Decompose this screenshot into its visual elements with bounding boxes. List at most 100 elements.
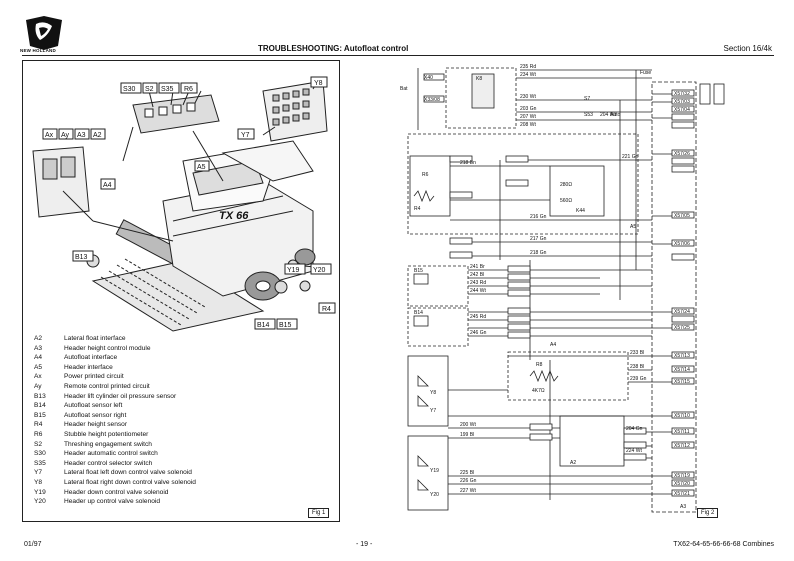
wire-239: 239 Gn bbox=[630, 376, 647, 382]
new-holland-logo bbox=[22, 14, 66, 52]
callout-a3: A3 bbox=[74, 128, 90, 140]
relay-k8: K8 bbox=[476, 76, 482, 82]
connector-x57-19: X57/19 bbox=[674, 473, 690, 479]
connector-x57-11: X57/11 bbox=[674, 429, 690, 435]
value-4k7: 4K7Ω bbox=[532, 388, 545, 394]
connector-x57-10: X57/10 bbox=[674, 413, 690, 419]
wiring-diagram: Bat X40 X33/08 235 Rd 234 Wt 230 Wt 203 … bbox=[400, 60, 778, 520]
callout-a5: A5 bbox=[194, 160, 210, 172]
wire-238: 238 Bl bbox=[630, 364, 644, 370]
wire-203: 203 Gn bbox=[520, 106, 537, 112]
sensor-b15: B15 bbox=[414, 268, 423, 274]
module-a4: A4 bbox=[550, 342, 556, 348]
wire-242: 242 Bl bbox=[470, 272, 484, 278]
svg-text:Ay: Ay bbox=[61, 132, 70, 139]
svg-text:S30: S30 bbox=[123, 86, 136, 93]
callout-y19: Y19 bbox=[284, 263, 306, 275]
callout-s30: S30 bbox=[120, 82, 142, 94]
wire-204-gn: 204 Gn bbox=[626, 426, 643, 432]
header-rule bbox=[22, 55, 774, 56]
callout-b15: B15 bbox=[276, 318, 298, 330]
footer-page-number: - 19 - bbox=[356, 541, 373, 548]
callout-a2: A2 bbox=[90, 128, 106, 140]
wire-230: 230 Wt bbox=[520, 94, 536, 100]
connector-x57-20: X57/20 bbox=[674, 481, 690, 487]
callout-b14: B14 bbox=[254, 318, 276, 330]
svg-text:Ax: Ax bbox=[45, 132, 54, 139]
callout-y20: Y20 bbox=[310, 263, 332, 275]
footer-date: 01/97 bbox=[24, 541, 42, 548]
wire-221: 221 Gn bbox=[622, 154, 639, 160]
sensor-b14: B14 bbox=[414, 310, 423, 316]
wire-200: 200 Wt bbox=[460, 422, 476, 428]
connector-x57-26: X57/26 bbox=[674, 151, 690, 157]
wire-208: 208 Wt bbox=[520, 122, 536, 128]
solenoid-y8: Y8 bbox=[430, 390, 436, 396]
connector-x57-14: X57/14 bbox=[674, 367, 690, 373]
svg-text:B13: B13 bbox=[75, 254, 88, 261]
callout-r6: R6 bbox=[180, 82, 198, 94]
callout-s35: S35 bbox=[158, 82, 180, 94]
sensor-r4: R4 bbox=[414, 206, 421, 212]
svg-text:B14: B14 bbox=[257, 322, 270, 329]
brand-name: NEW HOLLAND bbox=[20, 48, 56, 53]
svg-text:R4: R4 bbox=[322, 306, 331, 313]
solenoid-y19: Y19 bbox=[430, 468, 439, 474]
svg-text:A2: A2 bbox=[93, 132, 102, 139]
module-a2: A2 bbox=[570, 460, 576, 466]
connector-x57-21: X57/21 bbox=[674, 491, 690, 497]
wire-217: 217 Gn bbox=[530, 236, 547, 242]
connector-x57-32: X57/32 bbox=[674, 91, 690, 97]
module-a5: A5 bbox=[630, 224, 636, 230]
connector-x57-25: X57/25 bbox=[674, 325, 690, 331]
wire-233: 233 Bl bbox=[630, 350, 644, 356]
relay-k44: K44 bbox=[576, 208, 585, 214]
wire-243: 243 Rd bbox=[470, 280, 486, 286]
svg-text:A4: A4 bbox=[103, 182, 112, 189]
wire-218: 218 Bn bbox=[460, 160, 476, 166]
connector-x57-24: X57/24 bbox=[674, 309, 690, 315]
wire-207: 207 Wt bbox=[520, 114, 536, 120]
callout-ax: Ax bbox=[42, 128, 58, 140]
wire-224: 224 Wt bbox=[626, 448, 642, 454]
svg-text:A5: A5 bbox=[197, 164, 206, 171]
wire-244: 244 Wt bbox=[470, 288, 486, 294]
connector-x57-06: X57/06 bbox=[674, 241, 690, 247]
value-280: 280Ω bbox=[560, 182, 572, 188]
battery-label: Bat bbox=[400, 86, 408, 92]
switch-s53: S53 bbox=[584, 112, 593, 118]
wire-227: 227 Wt bbox=[460, 488, 476, 494]
callout-a4: A4 bbox=[100, 178, 116, 190]
connector-x57-12: X57/12 bbox=[674, 443, 690, 449]
connector-x57-05: X57/05 bbox=[674, 213, 690, 219]
wire-225: 225 Bl bbox=[460, 470, 474, 476]
resistor-r8: R8 bbox=[536, 362, 543, 368]
solenoid-y7: Y7 bbox=[430, 408, 436, 414]
callout-y7: Y7 bbox=[237, 128, 255, 140]
wire-199: 199 Bl bbox=[460, 432, 474, 438]
value-560: 560Ω bbox=[560, 198, 572, 204]
figure-1-panel: TX 66 bbox=[22, 60, 340, 522]
wire-241: 241 Br bbox=[470, 264, 485, 270]
callout-ay: Ay bbox=[58, 128, 74, 140]
svg-text:S35: S35 bbox=[161, 86, 174, 93]
combine-illustration: TX 66 bbox=[32, 76, 336, 332]
wire-226: 226 Gn bbox=[460, 478, 477, 484]
connector-x33-08: X33/08 bbox=[424, 97, 440, 103]
callout-b13: B13 bbox=[72, 250, 94, 262]
section-label: Section 16/4k bbox=[723, 44, 772, 53]
fuse-label: Fuse bbox=[640, 70, 651, 76]
